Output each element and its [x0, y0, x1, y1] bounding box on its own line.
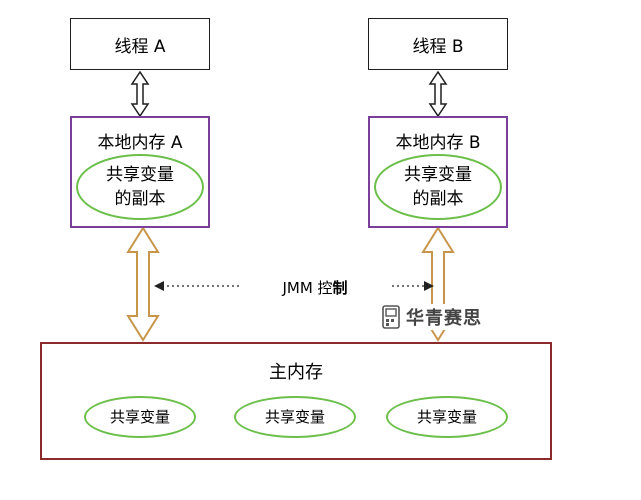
- main-shared-var-3-label: 共享变量: [416, 408, 477, 426]
- jmm-label-text: JMM 控: [282, 279, 333, 297]
- watermark-logo-icon: [382, 305, 400, 329]
- local-b-shared-copy-ellipse: 共享变量 的副本: [374, 154, 502, 220]
- thread-a-local-link-arrow: [130, 70, 150, 118]
- thread-b-box: 线程 B: [368, 18, 508, 70]
- main-shared-var-3-ellipse: 共享变量: [386, 396, 508, 438]
- main-shared-var-2-ellipse: 共享变量: [234, 396, 356, 438]
- main-shared-var-2-label: 共享变量: [264, 408, 325, 426]
- main-memory-title: 主内存: [269, 362, 323, 383]
- local-a-ellipse-line-2: 的副本: [114, 189, 166, 209]
- local-memory-a-title: 本地内存 A: [97, 133, 183, 153]
- local-b-main-sync-arrow: [421, 226, 455, 342]
- thread-a-box: 线程 A: [70, 18, 210, 70]
- local-memory-b-box: 本地内存 B 共享变量 的副本: [368, 116, 508, 228]
- local-a-shared-copy-ellipse: 共享变量 的副本: [76, 154, 204, 220]
- jmm-label-bold-char: 制: [332, 279, 348, 297]
- watermark-text: 华青赛思: [406, 308, 482, 329]
- local-b-ellipse-line-1: 共享变量: [404, 165, 472, 185]
- thread-b-label: 线程 B: [412, 36, 464, 57]
- main-shared-var-1-ellipse: 共享变量: [84, 396, 196, 438]
- thread-a-label: 线程 A: [114, 36, 166, 57]
- local-b-ellipse-line-2: 的副本: [412, 189, 464, 209]
- local-a-ellipse-line-1: 共享变量: [106, 165, 174, 185]
- local-memory-a-box: 本地内存 A 共享变量 的副本: [70, 116, 210, 228]
- jmm-control-label: JMM 控制: [240, 275, 390, 300]
- watermark: 华青赛思: [382, 304, 482, 330]
- local-a-main-sync-arrow: [126, 226, 160, 342]
- thread-b-local-link-arrow: [428, 70, 448, 118]
- local-memory-b-title: 本地内存 B: [395, 133, 481, 153]
- main-shared-var-1-label: 共享变量: [109, 408, 170, 426]
- main-memory-box: 主内存 共享变量 共享变量 共享变量: [40, 342, 552, 460]
